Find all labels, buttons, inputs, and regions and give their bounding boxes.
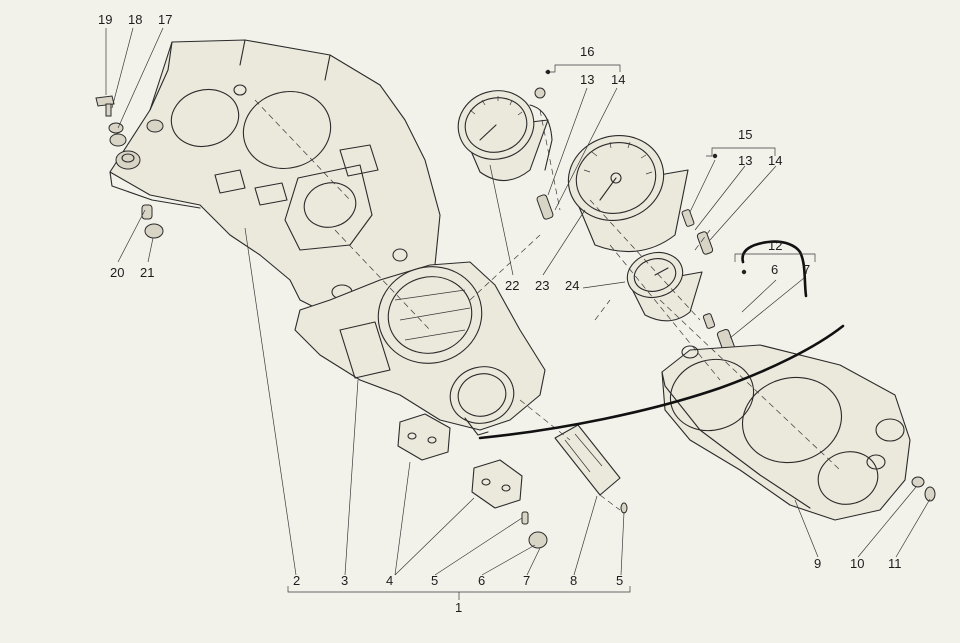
callout-6-bottom: 6 (478, 573, 485, 588)
callout-22: 22 (505, 278, 519, 293)
callout-dots (545, 69, 747, 275)
small-hardware (95, 95, 936, 502)
callout-9: 9 (814, 556, 821, 571)
warning-light-unit (554, 424, 628, 514)
callout-10: 10 (850, 556, 864, 571)
callout-16: 16 (580, 44, 594, 59)
callout-7-right: 7 (803, 262, 810, 277)
marker-annotations (478, 240, 845, 440)
leader-lines (105, 27, 931, 600)
callout-23: 23 (535, 278, 549, 293)
callout-13-top: 13 (580, 72, 594, 87)
callout-labels: 19 18 17 20 21 16 13 14 15 13 14 12 6 7 … (98, 12, 902, 615)
callout-12: 12 (768, 238, 782, 253)
callout-7-bottom: 7 (523, 573, 530, 588)
tachometer (567, 135, 714, 255)
callout-5-left: 5 (431, 573, 438, 588)
callout-17: 17 (158, 12, 172, 27)
callout-4: 4 (386, 573, 393, 588)
callout-14-right: 14 (768, 153, 782, 168)
dashboard-housing (109, 39, 441, 311)
callout-3: 3 (341, 573, 348, 588)
callout-18: 18 (128, 12, 142, 27)
callout-2: 2 (293, 573, 300, 588)
callout-24: 24 (565, 278, 579, 293)
callout-8: 8 (570, 573, 577, 588)
callout-13-right: 13 (738, 153, 752, 168)
callout-19: 19 (98, 12, 112, 27)
instrument-cover (661, 344, 911, 521)
callout-5-right: 5 (616, 573, 623, 588)
bracket-assembly (397, 413, 548, 549)
callout-21: 21 (140, 265, 154, 280)
callout-15: 15 (738, 127, 752, 142)
assembly-lines (254, 99, 841, 511)
speedometer (457, 87, 554, 220)
callout-20: 20 (110, 265, 124, 280)
callout-1: 1 (455, 600, 462, 615)
temperature-gauge (626, 251, 736, 354)
callout-6-right: 6 (771, 262, 778, 277)
callout-14-top: 14 (611, 72, 625, 87)
callout-11: 11 (888, 556, 902, 571)
inner-panel (294, 261, 546, 436)
